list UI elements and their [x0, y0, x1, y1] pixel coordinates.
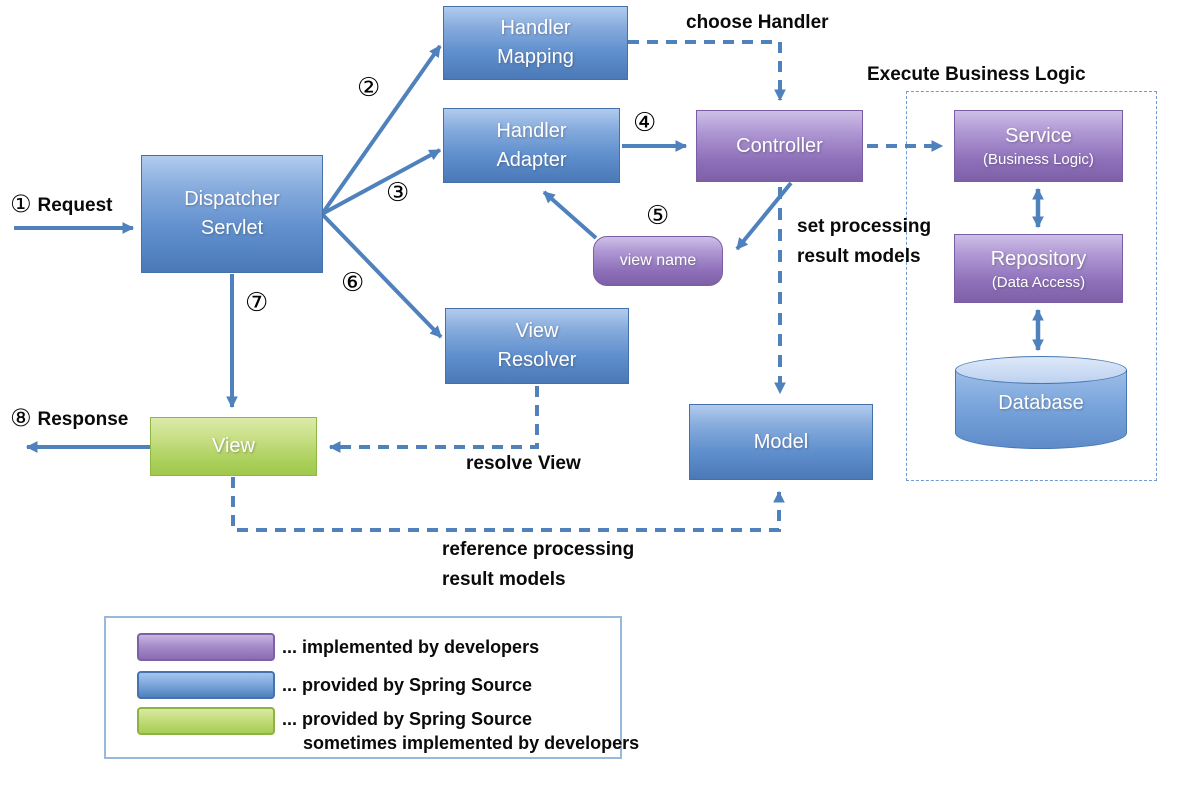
node-label: Database — [998, 392, 1084, 414]
arrow-controller-to-view-name — [735, 181, 793, 251]
node-sublabel: (Business Logic) — [983, 151, 1094, 169]
node-model: Model — [689, 404, 873, 480]
legend-label-spring-sometimes-line2: sometimes implemented by developers — [303, 733, 640, 753]
resolve-view-label: resolve View — [466, 453, 581, 474]
arrow-view-name-to-handler-adapter — [542, 190, 598, 240]
node-label: Controller — [736, 134, 823, 157]
node-label: Service — [1005, 125, 1072, 148]
step-2-badge: ② — [357, 73, 381, 103]
set-processing-label: set processing result models — [797, 216, 932, 267]
node-repository: Repository (Data Access) — [954, 234, 1123, 303]
node-sublabel: (Data Access) — [991, 273, 1086, 291]
step-5-badge: ⑤ — [646, 201, 670, 231]
reference-processing-label: reference processing result models — [442, 539, 635, 590]
node-label: Repository — [990, 247, 1087, 270]
node-label: View — [212, 435, 255, 457]
legend-swatch-blue — [137, 671, 275, 699]
arrow-view-to-model-reference — [231, 477, 785, 532]
node-label: Servlet — [200, 217, 264, 239]
node-view: View — [150, 417, 317, 476]
arrow-step6-to-view-resolver — [320, 212, 443, 339]
arrow-step2-to-handler-mapping — [320, 44, 442, 216]
legend-label-spring: ... provided by Spring Source — [282, 675, 533, 695]
node-label: Resolver — [497, 349, 577, 371]
node-controller: Controller — [696, 110, 863, 182]
response-text: Response — [37, 409, 129, 430]
arrow-step3-to-handler-adapter — [321, 148, 442, 216]
step-6-badge: ⑥ — [341, 268, 365, 298]
step-7-badge: ⑦ — [245, 288, 269, 318]
node-label: Handler — [500, 17, 571, 39]
node-label: Adapter — [496, 148, 567, 171]
database-cylinder-top — [955, 356, 1127, 384]
arrow-choose-handler — [628, 40, 786, 102]
node-dispatcher-servlet: Dispatcher Servlet — [141, 155, 323, 273]
node-label: Handler — [496, 119, 567, 142]
legend-box: ... implemented by developers ... provid… — [104, 616, 639, 759]
node-service: Service (Business Logic) — [954, 110, 1123, 182]
node-view-resolver: View Resolver — [445, 308, 629, 384]
node-label: Dispatcher — [184, 188, 280, 210]
step-3-badge: ③ — [386, 178, 410, 208]
node-label: View — [515, 320, 559, 342]
step-4-badge: ④ — [633, 108, 657, 138]
step-8-badge: ⑧ — [10, 404, 32, 432]
node-label: view name — [619, 252, 697, 270]
legend-label-developers: ... implemented by developers — [282, 637, 540, 657]
node-label: Model — [753, 430, 809, 453]
choose-handler-label: choose Handler — [686, 12, 829, 33]
execute-business-logic-container — [906, 91, 1157, 481]
node-handler-adapter: Handler Adapter — [443, 108, 620, 183]
node-database: Database — [955, 356, 1127, 449]
step-1-badge: ① — [10, 190, 32, 218]
arrow-resolver-to-view — [328, 386, 539, 453]
legend-swatch-green — [137, 707, 275, 735]
execute-business-logic-label: Execute Business Logic — [867, 64, 1086, 85]
legend-swatch-purple — [137, 633, 275, 661]
request-text: Request — [37, 195, 113, 216]
node-handler-mapping: Handler Mapping — [443, 6, 628, 80]
legend-label-spring-sometimes-line1: ... provided by Spring Source — [282, 709, 533, 729]
node-view-name: view name — [593, 236, 723, 286]
node-label: Mapping — [497, 46, 574, 68]
